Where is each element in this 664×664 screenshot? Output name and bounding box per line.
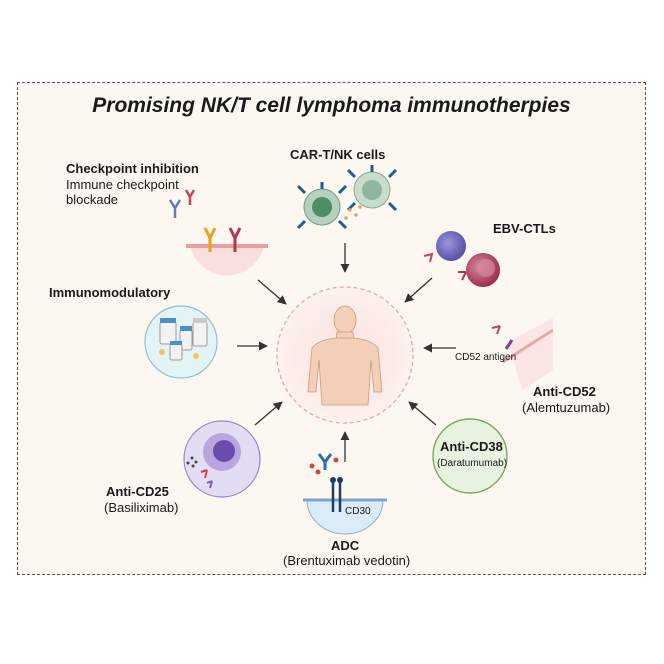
adc-heading: ADC: [331, 538, 360, 553]
cd38-heading: Anti-CD38: [440, 439, 503, 454]
car-t-cell-icon: [296, 182, 348, 230]
arrow-checkpoint: [257, 279, 287, 305]
arrow-cd38: [408, 401, 437, 426]
pill-bottles-icon: [159, 318, 208, 361]
cd52-antigen-label: CD52 antigen: [455, 352, 517, 363]
cd52-drug: (Alemtuzumab): [522, 400, 611, 415]
arrows: [237, 243, 456, 462]
ebv-heading: EBV-CTLs: [493, 221, 556, 236]
pdl1-receptor-icon: [228, 227, 242, 252]
car-nk-cell-icon: [346, 165, 398, 212]
checkpoint-line2: blockade: [66, 192, 119, 207]
cd25-drug: (Basiliximab): [104, 500, 179, 515]
patient-center: [276, 286, 414, 424]
cytokine-dots-icon: [344, 205, 362, 220]
immunomodulatory-graphic: [144, 305, 218, 379]
patient-figure-icon: [307, 305, 383, 406]
ebv-ctl-graphic: [423, 231, 500, 287]
cd38-drug: (Daratumumab): [437, 458, 508, 469]
cd38-graphic: [432, 418, 508, 494]
antibody-icon: [168, 189, 196, 218]
cd52-graphic: [491, 318, 554, 390]
cd52-heading: Anti-CD52: [533, 384, 596, 399]
adc-target-label: CD30: [345, 506, 371, 517]
cd25-graphic: [183, 420, 261, 498]
pd1-receptor-icon: [203, 227, 217, 252]
adc-drug: (Brentuximab vedotin): [283, 553, 411, 568]
cd25-heading: Anti-CD25: [106, 484, 169, 499]
checkpoint-line1: Immune checkpoint: [66, 177, 179, 192]
car-cells-graphic: [296, 165, 398, 230]
car-heading: CAR-T/NK cells: [290, 147, 386, 162]
adc-graphic: [303, 453, 387, 535]
page-title: Promising NK/T cell lymphoma immunotherp…: [92, 94, 571, 117]
immuno-heading: Immunomodulatory: [49, 285, 171, 300]
checkpoint-graphic: [168, 189, 268, 276]
arrow-ebv: [404, 277, 433, 303]
arrow-cd25: [254, 401, 283, 426]
adc-antibody-icon: [317, 453, 333, 470]
checkpoint-heading: Checkpoint inhibition: [66, 161, 199, 176]
